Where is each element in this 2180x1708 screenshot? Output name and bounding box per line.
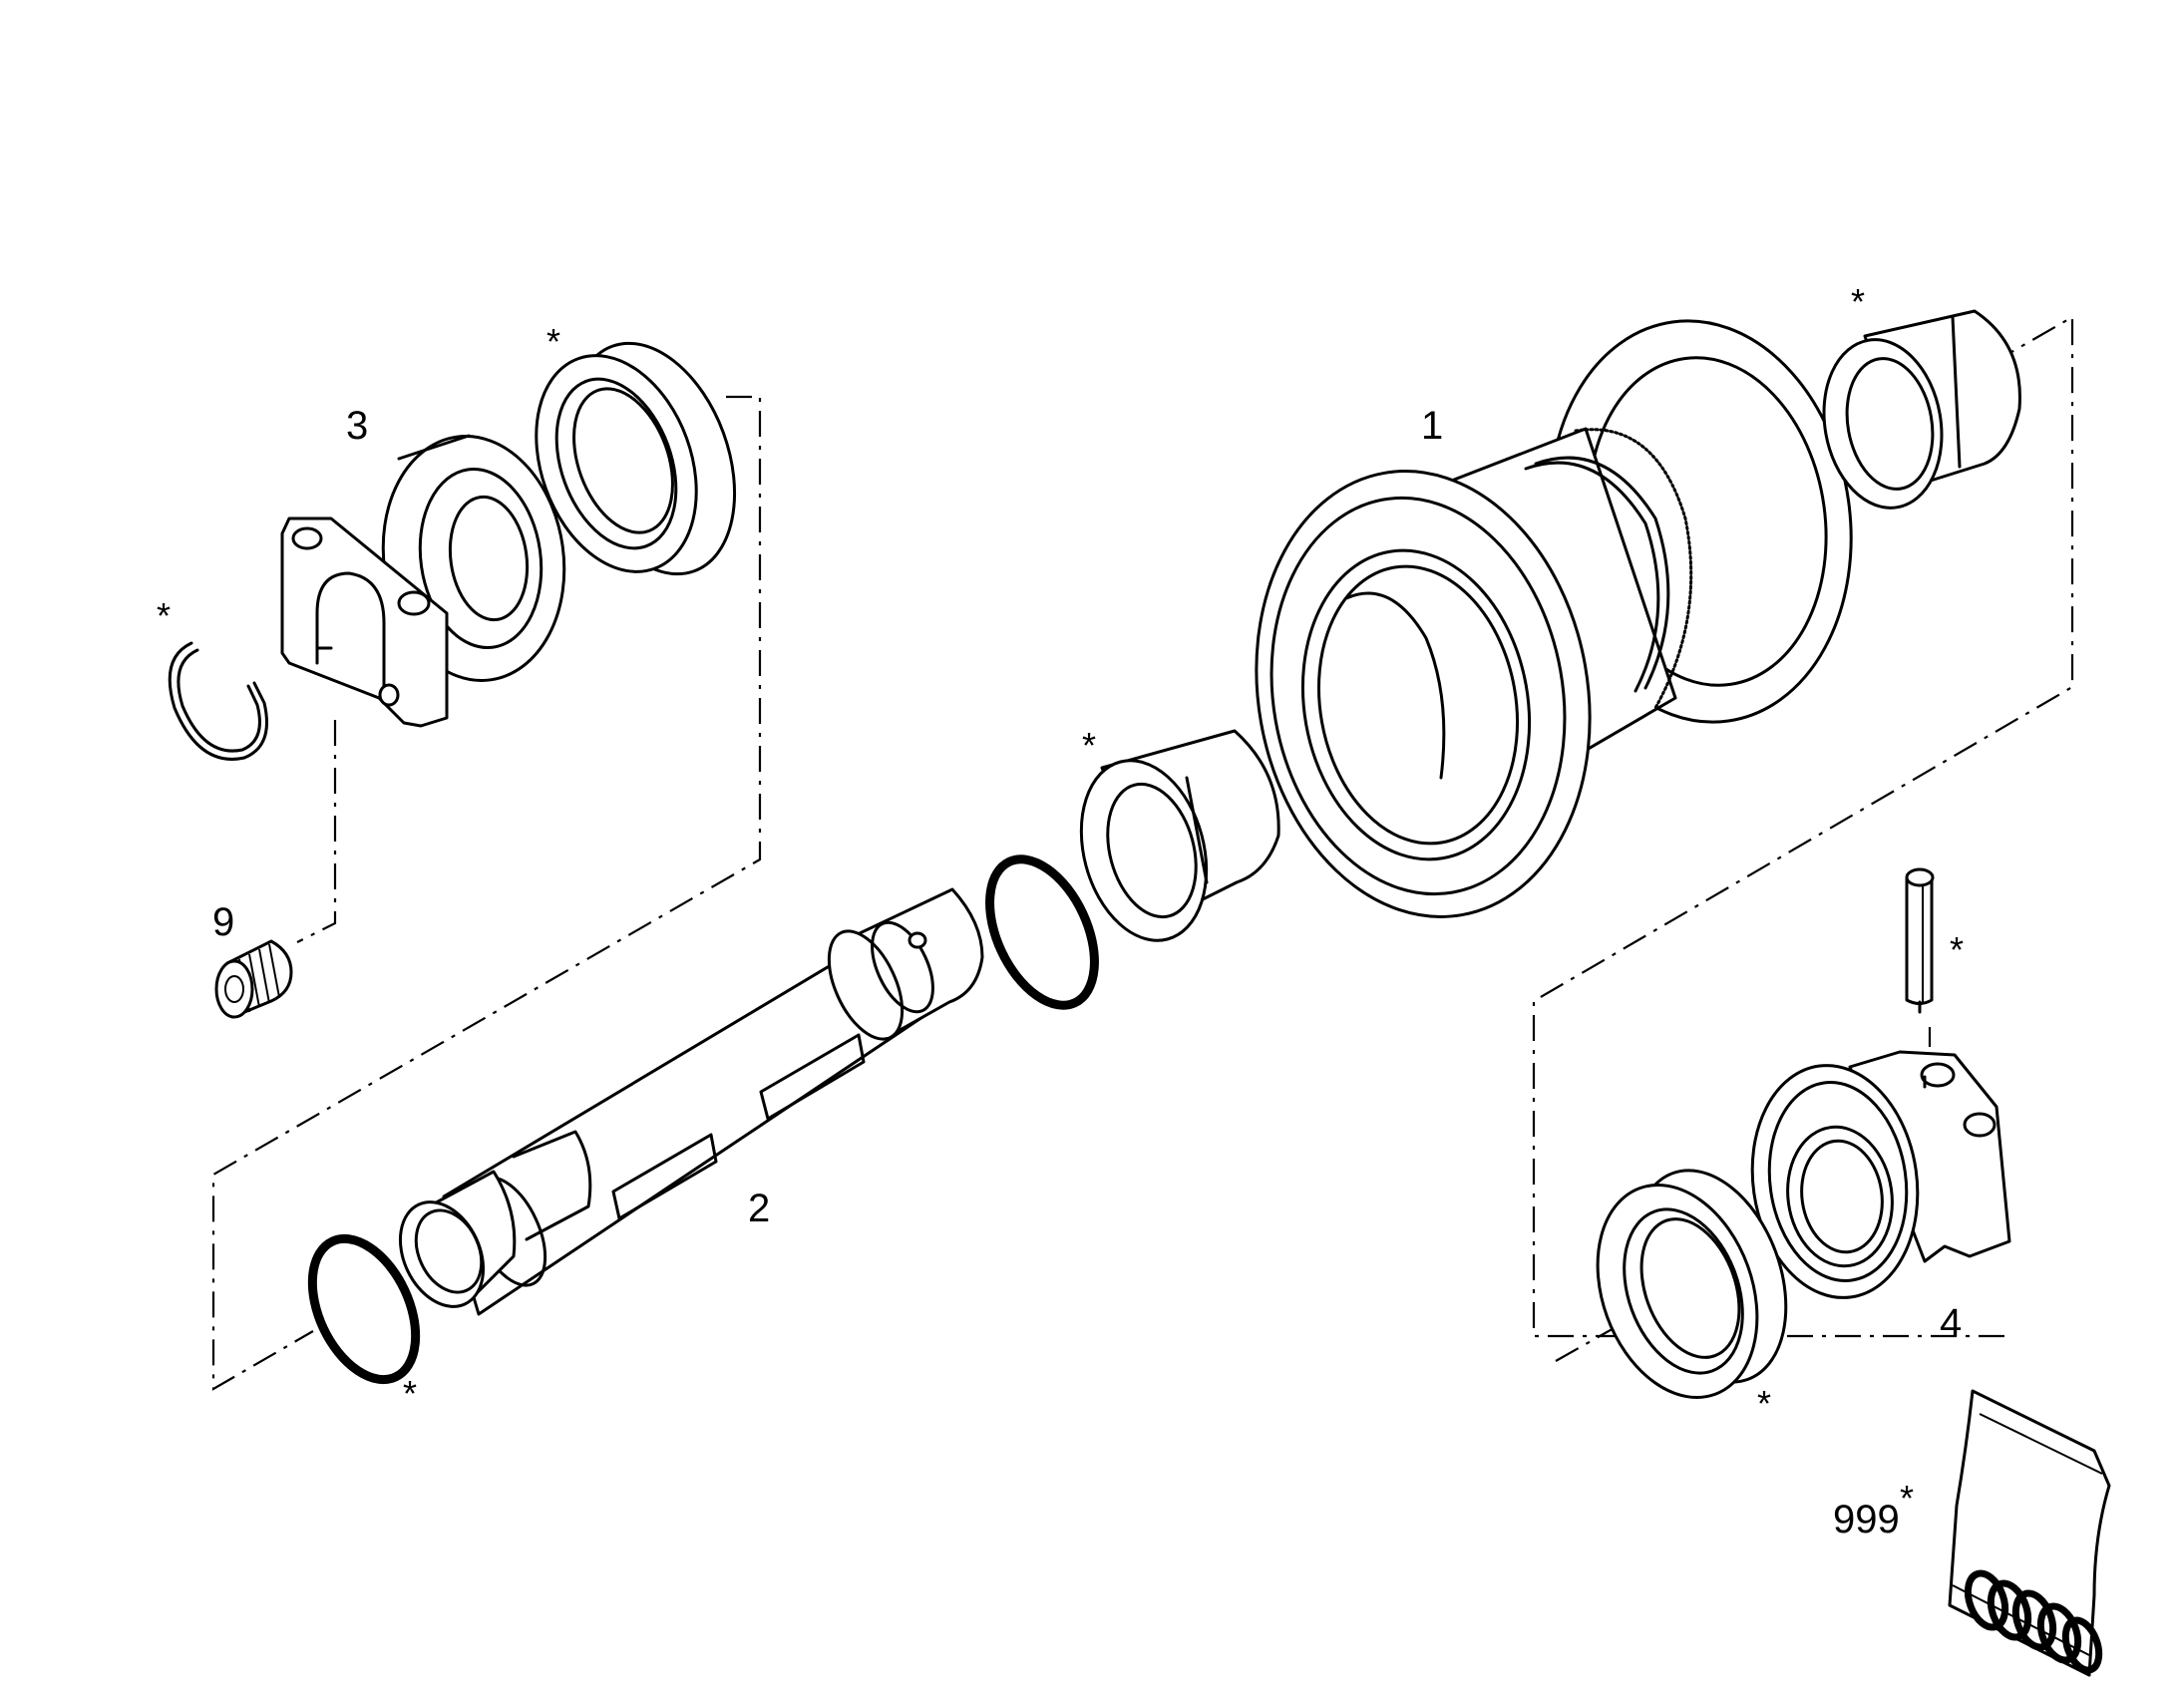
right-bushing bbox=[1822, 309, 2021, 510]
part-3-bearing-housing bbox=[280, 434, 566, 728]
part-1-roller bbox=[1255, 319, 1853, 918]
label-part-1: 1 bbox=[1421, 404, 1443, 448]
asterisk-circlip: * bbox=[157, 595, 171, 636]
optional-part-markers: * * * * * * * * bbox=[157, 281, 1964, 1519]
asterisk-right-bushing: * bbox=[1851, 281, 1865, 322]
label-part-3: 3 bbox=[346, 404, 368, 448]
roll-pin bbox=[1905, 867, 1935, 1014]
left-bushing bbox=[1079, 729, 1280, 942]
asterisk-left-bushing: * bbox=[1082, 725, 1096, 766]
o-rings bbox=[307, 854, 1099, 1385]
part-labels: 1 2 3 4 9 999 bbox=[212, 404, 1962, 1541]
asterisk-right-seal: * bbox=[1757, 1383, 1771, 1424]
label-part-999: 999 bbox=[1833, 1498, 1900, 1541]
retaining-ring bbox=[168, 641, 268, 761]
label-part-2: 2 bbox=[748, 1187, 770, 1230]
right-seal-ring bbox=[1596, 1169, 1788, 1400]
label-part-9: 9 bbox=[212, 900, 234, 944]
part-4-bearing-housing bbox=[1750, 1050, 2011, 1299]
part-9-set-screw bbox=[214, 939, 293, 1019]
label-part-4: 4 bbox=[1940, 1301, 1962, 1345]
asterisk-o-ring: * bbox=[403, 1373, 417, 1414]
left-seal-ring bbox=[535, 341, 737, 576]
asterisk-left-seal: * bbox=[546, 321, 560, 362]
asterisk-roll-pin: * bbox=[1950, 929, 1964, 970]
part-999-seal-kit-bag bbox=[1948, 1389, 2111, 1677]
part-2-shaft bbox=[398, 887, 984, 1316]
asterisk-seal-kit: * bbox=[1900, 1478, 1914, 1519]
